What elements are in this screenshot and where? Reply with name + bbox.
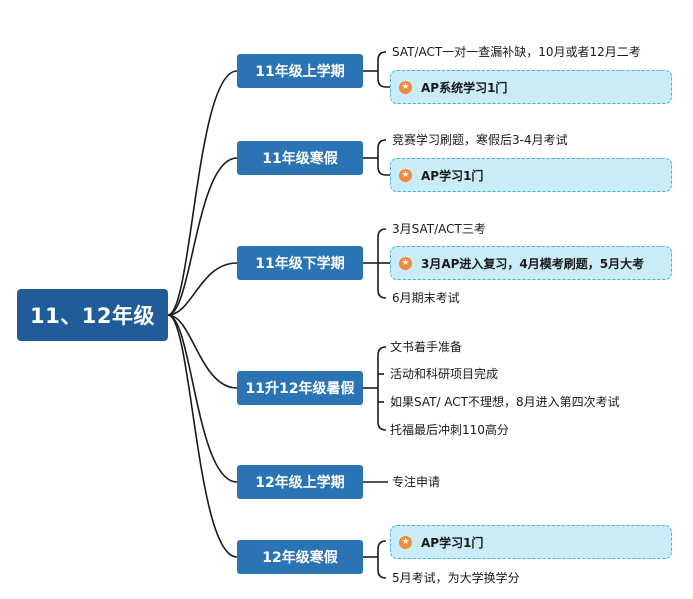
highlight-label: AP学习1门 <box>421 535 484 550</box>
highlight-ap-study-3: ★ AP学习1门 <box>390 525 672 559</box>
phase-node-12-winter-break: 12年级寒假 <box>237 540 363 574</box>
phase-node-12-fall: 12年级上学期 <box>237 465 363 499</box>
highlight-label: AP系统学习1门 <box>421 80 508 95</box>
phase-node-11-fall: 11年级上学期 <box>237 54 363 88</box>
leaf-activities-research: 活动和科研项目完成 <box>390 367 499 381</box>
highlight-ap-study-2: ★ AP学习1门 <box>390 158 672 192</box>
leaf-focus-application: 专注申请 <box>392 475 441 489</box>
highlight-label: 3月AP进入复习，4月模考刷题，5月大考 <box>421 256 645 271</box>
star-icon: ★ <box>399 168 412 182</box>
leaf-essay-prep: 文书着手准备 <box>390 340 463 354</box>
leaf-final-exam: 6月期末考试 <box>392 291 460 305</box>
leaf-toefl-sprint: 托福最后冲刺110高分 <box>390 423 509 437</box>
highlight-label: AP学习1门 <box>421 168 484 183</box>
leaf-sat-act-third: 3月SAT/ACT三考 <box>392 222 486 236</box>
leaf-may-exam-credit: 5月考试，为大学换学分 <box>392 571 520 585</box>
leaf-fourth-test: 如果SAT/ ACT不理想，8月进入第四次考试 <box>390 395 620 409</box>
star-icon: ★ <box>399 535 412 549</box>
star-icon: ★ <box>399 80 412 94</box>
phase-node-11-spring: 11年级下学期 <box>237 246 363 280</box>
phase-node-11-winter-break: 11年级寒假 <box>237 141 363 175</box>
phase-node-11-12-summer: 11升12年级暑假 <box>237 371 363 405</box>
leaf-competition-prep: 竞赛学习刷题，寒假后3-4月考试 <box>392 133 568 147</box>
star-icon: ★ <box>399 256 412 270</box>
highlight-ap-study-1: ★ AP系统学习1门 <box>390 70 672 104</box>
leaf-sat-act-retest: SAT/ACT一对一查漏补缺，10月或者12月二考 <box>392 45 641 59</box>
root-node: 11、12年级 <box>17 289 168 341</box>
highlight-ap-review: ★ 3月AP进入复习，4月模考刷题，5月大考 <box>390 246 672 280</box>
